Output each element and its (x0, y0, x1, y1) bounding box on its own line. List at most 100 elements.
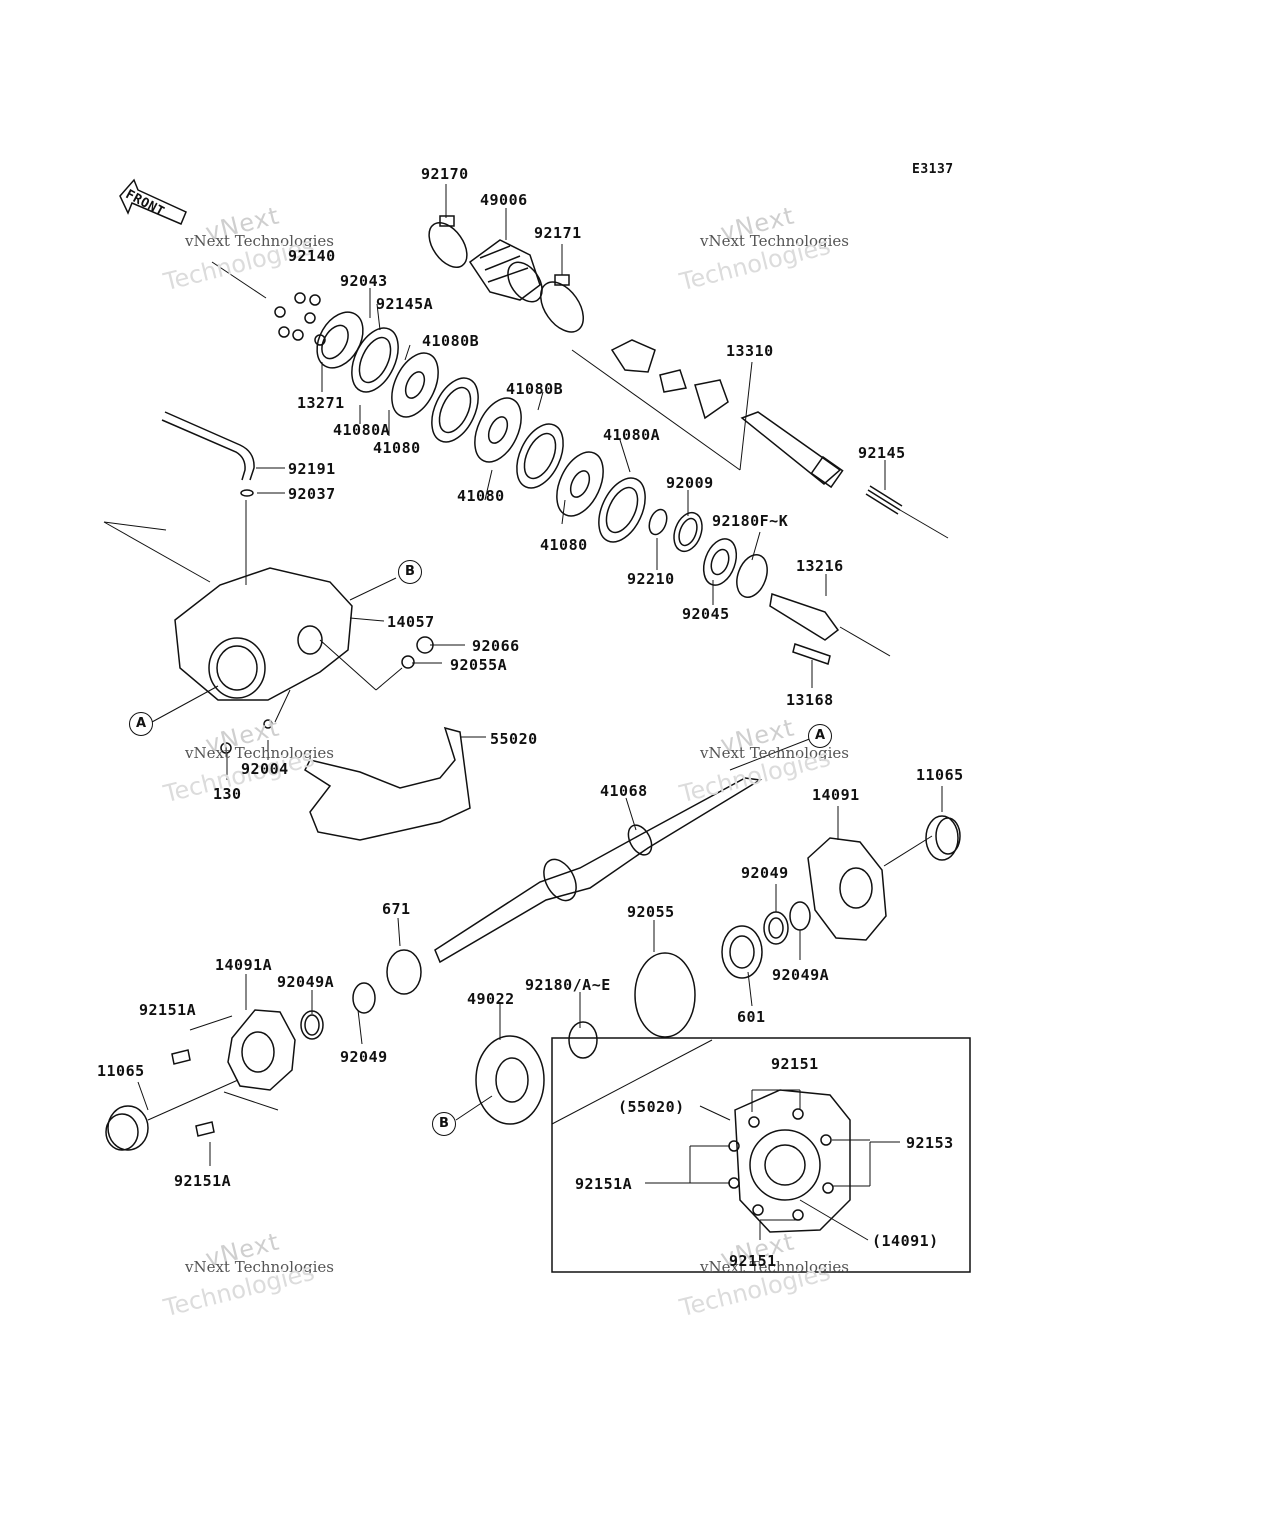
part-label: 92145 (858, 444, 906, 462)
part-label: 41080 (457, 487, 505, 505)
clutch-plate-41080A-icon (351, 327, 399, 393)
washer-92004-icon (263, 719, 273, 729)
watermark-text: vNext Technologies (700, 744, 850, 762)
propeller-shaft-13310-icon (610, 339, 844, 489)
bolt-92151A-icon (171, 1049, 215, 1137)
part-label: 92180/A~E (525, 976, 611, 994)
part-label: 14057 (387, 613, 435, 631)
gear-case-cover-14091-icon (807, 837, 887, 941)
cap-11065-b-icon (105, 1105, 149, 1151)
oil-seal-92210-icon (648, 508, 668, 536)
clutch-plate-41080B-icon (431, 377, 646, 543)
part-label: 14091 (812, 786, 860, 804)
part-label: 92049A (772, 966, 830, 984)
watermark-text: vNext Technologies (185, 1258, 335, 1276)
part-label: 13168 (786, 691, 834, 709)
part-label: 92066 (472, 637, 520, 655)
cover-14091A-icon (227, 1009, 296, 1091)
shim-92180AE-icon (568, 1021, 598, 1059)
o-ring-92055A-icon (401, 655, 415, 669)
shim-92049A-b-icon (300, 1010, 324, 1040)
spring-92145-icon (865, 485, 903, 515)
shim-92180FK-icon (736, 554, 768, 598)
clamp-92170-icon (428, 215, 468, 268)
part-label: 41068 (600, 782, 648, 800)
balls-92140-icon (274, 292, 326, 346)
callout-A: A (808, 724, 832, 748)
part-label: 11065 (916, 766, 964, 784)
part-label: 92151A (174, 1172, 232, 1190)
inset-box (551, 1037, 971, 1273)
nut-92066-icon (416, 636, 434, 654)
part-label: 92151A (139, 1001, 197, 1019)
part-label: 13216 (796, 557, 844, 575)
part-label: 671 (382, 900, 411, 918)
shim-13271-icon (316, 311, 364, 369)
part-label: 92170 (421, 165, 469, 183)
boot-49006-icon (468, 239, 543, 303)
bearing-601-icon (721, 925, 763, 979)
part-label: 41080A (333, 421, 391, 439)
watermark-text: vNext Technologies (185, 744, 335, 762)
part-label: 13310 (726, 342, 774, 360)
bearing-92045-icon (702, 538, 738, 586)
diagram-code: E3137 (912, 162, 954, 177)
part-label: 41080 (540, 536, 588, 554)
part-label: 55020 (490, 730, 538, 748)
bracket-55020-icon (304, 726, 471, 841)
part-label: 92180F~K (712, 512, 789, 530)
part-label: 92049A (277, 973, 335, 991)
drive-shaft-41068-icon (434, 777, 763, 964)
bolt-130-icon (220, 742, 232, 754)
part-label: 11065 (97, 1062, 145, 1080)
part-label: 13271 (297, 394, 345, 412)
clamp-92171-icon (539, 274, 585, 333)
shim-92049A-icon (789, 901, 811, 931)
oil-seal-92009-icon (673, 511, 703, 553)
oil-seal-92049-icon (763, 911, 789, 945)
leader-lines (103, 184, 949, 1241)
cap-11065-icon (925, 815, 961, 861)
callout-B: B (432, 1112, 456, 1136)
part-label: 41080B (506, 380, 564, 398)
callout-B: B (398, 560, 422, 584)
part-label: 41080A (603, 426, 661, 444)
part-label: (55020) (618, 1098, 685, 1116)
part-label: 92004 (241, 760, 289, 778)
part-label: 41080B (422, 332, 480, 350)
watermark-text: vNext Technologies (700, 1258, 850, 1276)
part-label: (14091) (872, 1232, 939, 1250)
oil-seal-92049-b-icon (352, 982, 376, 1014)
part-label: 92049 (741, 864, 789, 882)
part-label: 92151 (729, 1252, 777, 1270)
pinion-gear-13216-icon (769, 593, 840, 641)
part-label: 92145A (376, 295, 434, 313)
part-label: 130 (213, 785, 242, 803)
part-label: 49006 (480, 191, 528, 209)
watermark-text: vNext Technologies (185, 232, 335, 250)
o-ring-671-icon (386, 949, 422, 995)
part-label: 14091A (215, 956, 273, 974)
callout-A: A (129, 712, 153, 736)
part-label: 92049 (340, 1048, 388, 1066)
part-label: 92045 (682, 605, 730, 623)
part-label: 92171 (534, 224, 582, 242)
part-label: 92043 (340, 272, 388, 290)
part-label: 41080 (373, 439, 421, 457)
part-label: 49022 (467, 990, 515, 1008)
part-label: 92055 (627, 903, 675, 921)
breather-hose-92191-icon (161, 411, 255, 481)
friction-disc-41080-icon (391, 352, 604, 517)
part-label: 601 (737, 1008, 766, 1026)
inset-assembly-icon (728, 1089, 851, 1233)
ring-gear-49022-icon (475, 1035, 545, 1125)
part-label: 92151A (575, 1175, 633, 1193)
part-label: 92210 (627, 570, 675, 588)
part-label: 92153 (906, 1134, 954, 1152)
o-ring-92055-icon (634, 952, 696, 1038)
watermark-text: vNext Technologies (700, 232, 850, 250)
front-arrow-icon (119, 178, 187, 225)
part-label: 92055A (450, 656, 508, 674)
